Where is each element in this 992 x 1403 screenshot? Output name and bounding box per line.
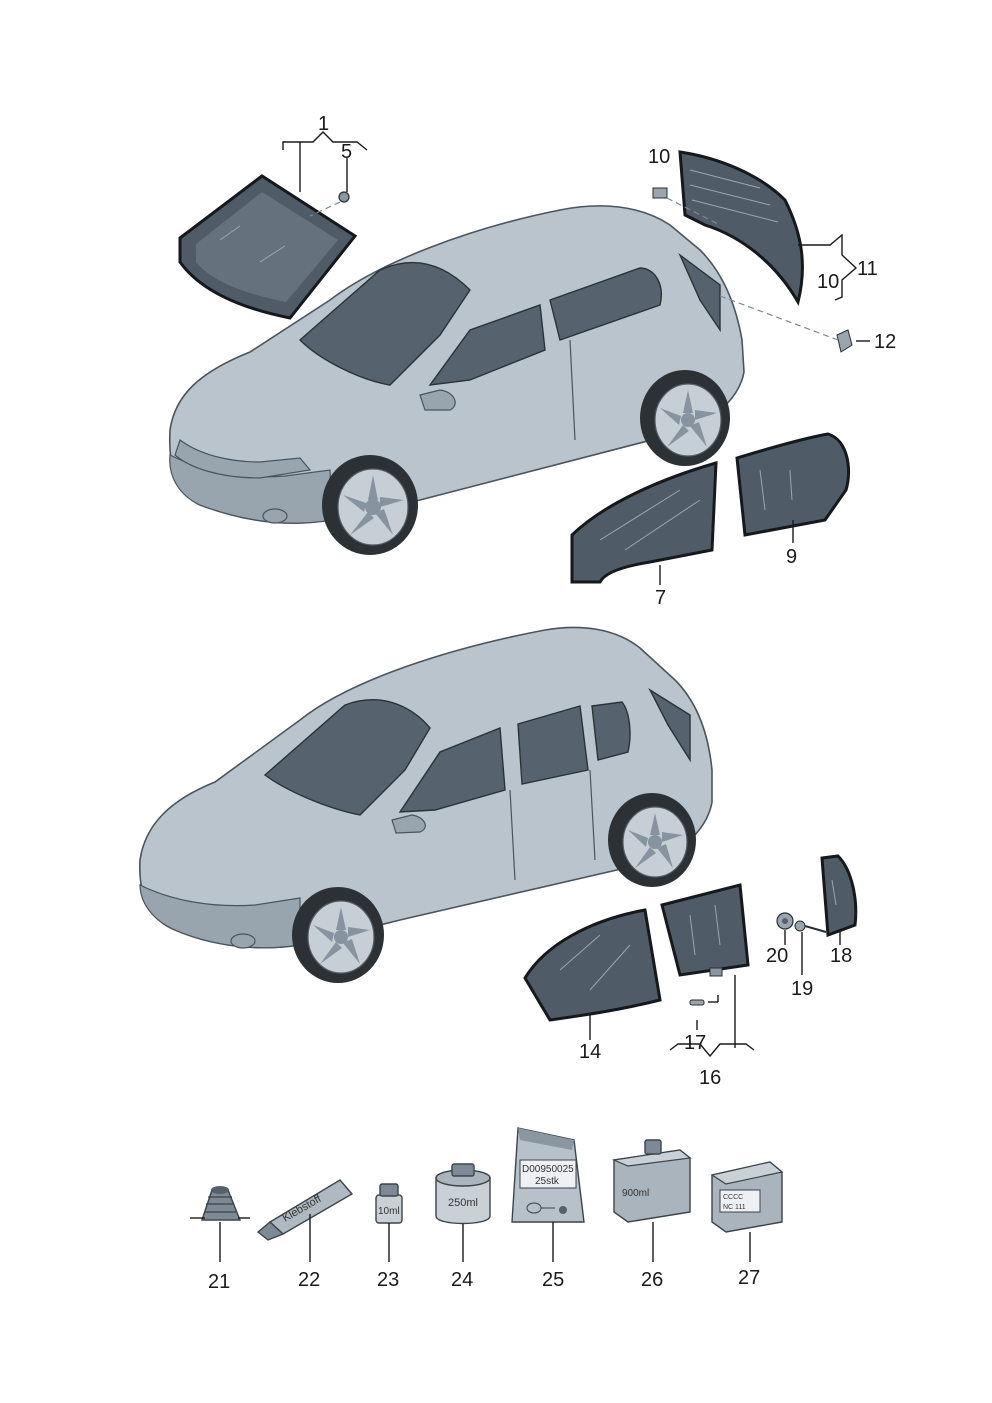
box-label-line2: NC 111 [723,1204,746,1211]
callout-21: 21 [208,1271,230,1293]
callout-26: 26 [641,1269,663,1291]
callout-7: 7 [655,587,666,609]
callout-10-top: 10 [648,146,670,168]
rear-window-part [678,150,804,306]
box-27-icon: CCCC NC 111 [710,1161,784,1262]
callout-22: 22 [298,1269,320,1291]
callout-14: 14 [579,1041,601,1063]
bag-label-line1: D00950025 [522,1164,574,1175]
windscreen-part [178,174,358,320]
canister-26-icon: 900ml [611,1139,692,1262]
callout-25: 25 [542,1269,564,1291]
bottle-23-icon: 10ml [375,1183,403,1262]
callout-24: 24 [451,1269,473,1291]
clip-12-icon [836,329,853,353]
callout-5: 5 [341,141,352,163]
wheel-rear-mid [608,793,696,887]
callout-18: 18 [830,945,852,967]
box-label-line1: CCCC [723,1194,743,1201]
quarter-window-9-part [735,432,850,537]
sealing-ring-21-icon [190,1186,250,1262]
callout-11: 11 [857,258,878,280]
callout-27: 27 [738,1267,760,1289]
can-24-icon: 250ml [435,1163,491,1262]
middle-leaders [589,930,841,1058]
car-5door-icon [139,626,713,949]
can-label: 250ml [448,1197,478,1209]
clip-5-icon [338,191,350,203]
callout-19: 19 [791,978,813,1000]
nut-20-icon [776,912,794,930]
callout-9: 9 [786,546,797,568]
wheel-front-mid [292,887,384,983]
pin-17-icon [689,999,705,1006]
callout-10-bottom: 10 [817,271,839,293]
clip-10-icon [652,187,668,199]
canister-label: 900ml [622,1188,649,1199]
callout-23: 23 [377,1269,399,1291]
quarter-window-18-part [820,854,858,938]
door-window-14-part [523,908,662,1022]
callout-20: 20 [766,945,788,967]
top-leaders [282,131,870,585]
parts-bag-25-icon: D00950025 25stk [511,1127,585,1262]
car-3door-icon [168,205,745,524]
callout-labels: 1 5 10 11 10 12 9 7 20 18 19 17 14 16 21… [208,113,896,1293]
callout-1: 1 [318,113,329,135]
callout-16: 16 [699,1067,721,1089]
door-window-7-part [570,460,718,584]
screw-19-icon [794,920,827,933]
wheel-front-top [322,455,418,555]
bag-label-line2: 25stk [535,1176,560,1187]
wheel-rear-top [640,370,730,466]
bottle-label: 10ml [378,1206,400,1217]
callout-17: 17 [684,1032,706,1054]
adhesive-tube-22-icon: Klebstoff [256,1179,354,1262]
callout-12: 12 [874,331,896,353]
door-window-16-part [660,883,750,977]
